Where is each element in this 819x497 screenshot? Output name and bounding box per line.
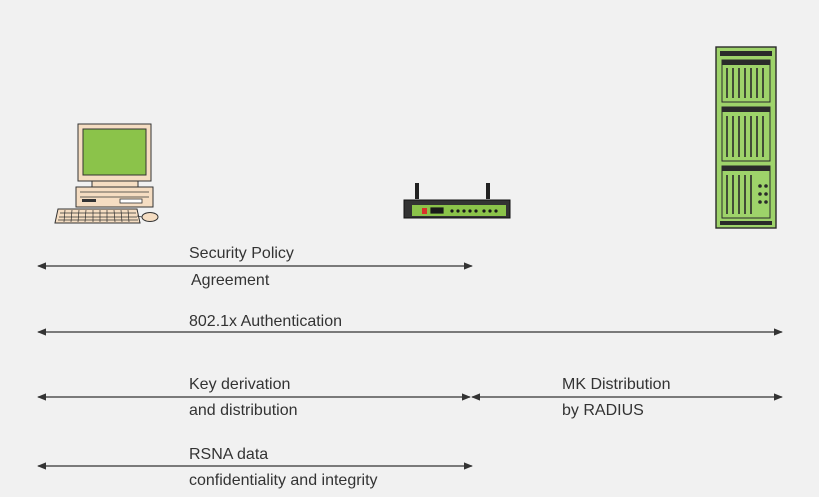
rsna-data-label-line2: confidentiality and integrity xyxy=(189,472,378,489)
security-policy-label-line2: Agreement xyxy=(191,272,270,289)
mk-distribution-label-line1: MK Distribution xyxy=(562,376,671,393)
key-derivation-label-line2: and distribution xyxy=(189,402,298,419)
mk-distribution-label-line2: by RADIUS xyxy=(562,402,644,419)
rsna-data-label-line1: RSNA data xyxy=(189,446,269,463)
authentication-label: 802.1x Authentication xyxy=(189,313,343,330)
key-derivation-label-line1: Key derivation xyxy=(189,376,291,393)
security-policy-label-line1: Security Policy xyxy=(189,245,294,262)
